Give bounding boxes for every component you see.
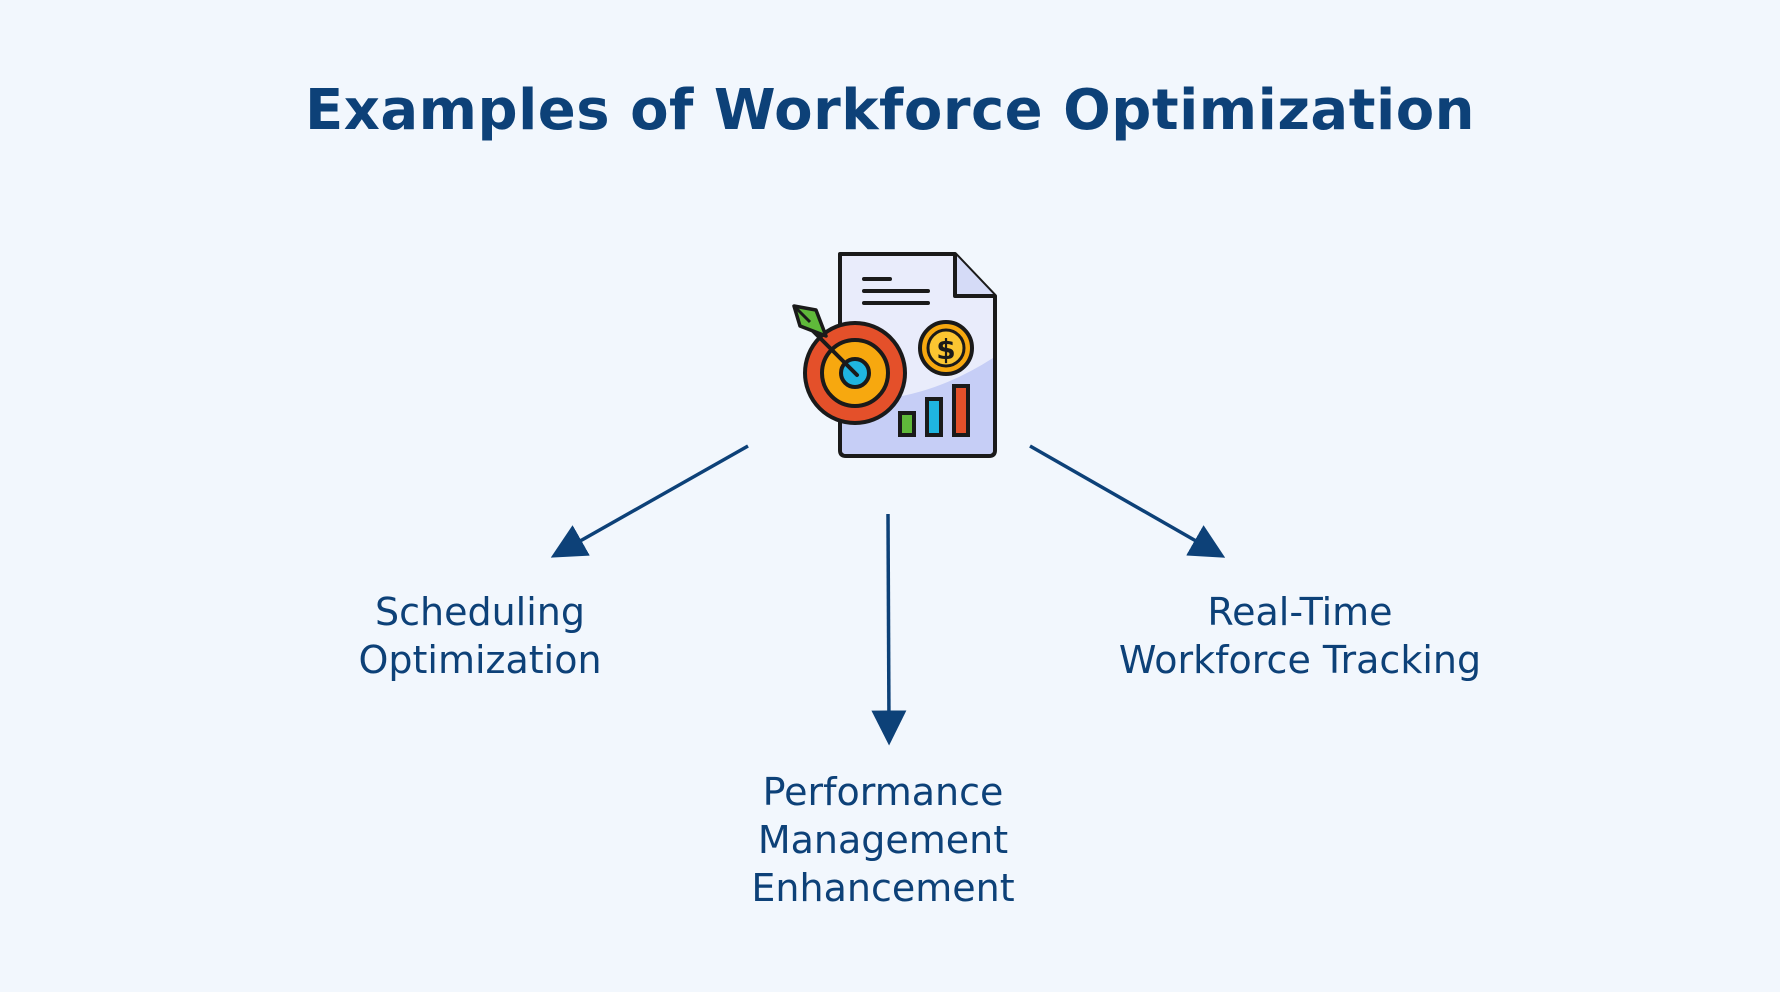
node-label-line: Management xyxy=(757,818,1009,862)
node-label-line: Workforce Tracking xyxy=(1118,638,1482,682)
svg-text:$: $ xyxy=(936,333,955,366)
node-label-line: Performance xyxy=(762,770,1004,814)
node-label-line: Scheduling xyxy=(374,590,585,634)
document-target-dollar-chart-icon: $ xyxy=(780,250,1000,465)
page-title: Examples of Workforce Optimization xyxy=(304,78,1476,143)
node-label-line: Real-Time xyxy=(1207,590,1393,634)
node-label-line: Enhancement xyxy=(751,866,1015,910)
node-real-time-workforce-tracking: Real-Time Workforce Tracking xyxy=(1080,588,1520,684)
node-performance-management-enhancement: Performance Management Enhancement xyxy=(683,768,1083,912)
arrow-to-bottom xyxy=(871,513,907,746)
arrow-to-left xyxy=(550,444,749,558)
arrow-to-right xyxy=(1029,444,1226,558)
node-scheduling-optimization: Scheduling Optimization xyxy=(280,588,680,684)
node-label-line: Optimization xyxy=(358,638,602,682)
